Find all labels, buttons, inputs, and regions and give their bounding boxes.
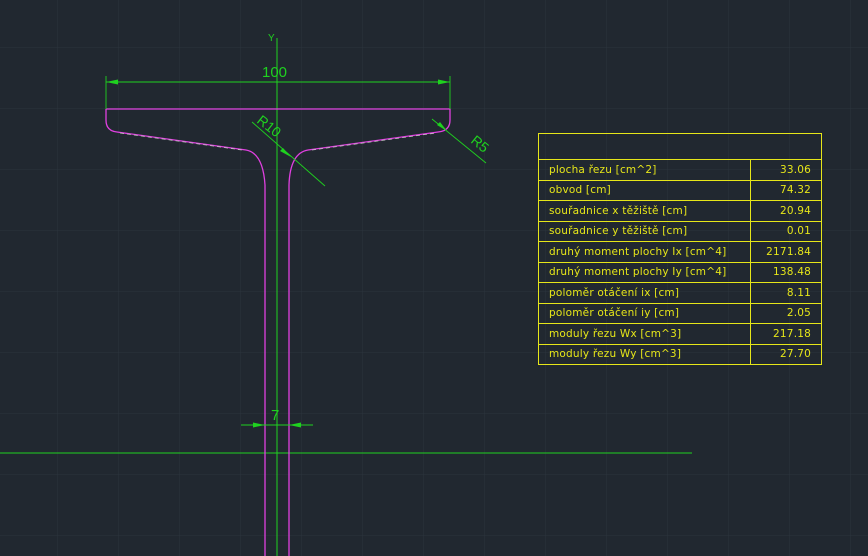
table-row: druhý moment plochy Iy [cm^4]138.48	[537, 261, 822, 283]
dim-text-web-thickness: 7	[271, 407, 279, 424]
leader-r10	[251, 121, 326, 187]
table-header-cell	[538, 133, 822, 160]
property-label: poloměr otáčení ix [cm]	[537, 282, 752, 304]
property-value: 27.70	[750, 343, 822, 365]
property-value: 74.32	[750, 179, 822, 201]
table-row: poloměr otáčení ix [cm]8.11	[537, 282, 822, 304]
property-label: moduly řezu Wx [cm^3]	[537, 323, 752, 345]
property-value: 217.18	[750, 323, 822, 345]
leader-r10-arrow	[280, 148, 291, 157]
property-value: 138.48	[750, 261, 822, 283]
leader-r5-arrow	[437, 122, 447, 131]
table-row: moduly řezu Wy [cm^3]27.70	[537, 343, 822, 365]
property-value: 2171.84	[750, 241, 822, 263]
property-label: souřadnice x těžiště [cm]	[537, 200, 752, 222]
property-label: druhý moment plochy Ix [cm^4]	[537, 241, 752, 263]
table-row: plocha řezu [cm^2]33.06	[537, 159, 822, 181]
dim-arrow-right	[438, 79, 450, 85]
y-axis-label: Y	[268, 33, 275, 44]
table-row: obvod [cm]74.32	[537, 179, 822, 201]
property-label: obvod [cm]	[537, 179, 752, 201]
table-row: moduly řezu Wx [cm^3]217.18	[537, 323, 822, 345]
property-label: poloměr otáčení iy [cm]	[537, 302, 752, 324]
property-value: 2.05	[750, 302, 822, 324]
property-value: 20.94	[750, 200, 822, 222]
property-value: 0.01	[750, 220, 822, 242]
section-properties-table: plocha řezu [cm^2]33.06 obvod [cm]74.32 …	[537, 133, 822, 365]
table-row: poloměr otáčení iy [cm]2.05	[537, 302, 822, 324]
table-row: souřadnice y těžiště [cm]0.01	[537, 220, 822, 242]
dim-arrow-web-right	[289, 422, 301, 428]
dim-arrow-web-left	[253, 422, 265, 428]
property-label: souřadnice y těžiště [cm]	[537, 220, 752, 242]
property-label: druhý moment plochy Iy [cm^4]	[537, 261, 752, 283]
table-header-row	[538, 133, 822, 160]
table-row: souřadnice x těžiště [cm]20.94	[537, 200, 822, 222]
property-label: moduly řezu Wy [cm^3]	[537, 343, 752, 365]
property-value: 8.11	[750, 282, 822, 304]
t-profile-outline	[105, 108, 451, 556]
dim-text-flange-width: 100	[262, 64, 287, 81]
property-value: 33.06	[750, 159, 822, 181]
table-row: druhý moment plochy Ix [cm^4]2171.84	[537, 241, 822, 263]
property-label: plocha řezu [cm^2]	[537, 159, 752, 181]
dim-arrow-left	[106, 79, 118, 85]
